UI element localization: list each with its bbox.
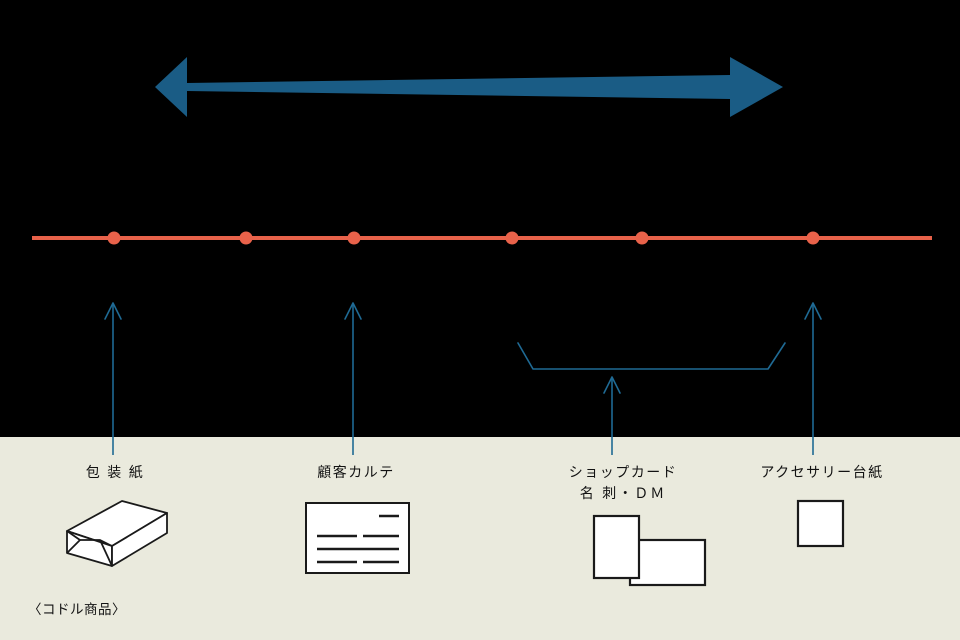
timeline-dot-3[interactable] (347, 231, 361, 245)
timeline-dot-1[interactable] (107, 231, 121, 245)
package-box-icon (66, 500, 168, 567)
item-label-text: ショップカード (568, 465, 678, 481)
square-card-icon (796, 499, 845, 548)
item-label-text: アクセサリー台紙 (760, 465, 884, 481)
item-label-text-line2: 名 刺・ＤＭ (579, 486, 667, 502)
timeline-dot-5[interactable] (635, 231, 649, 245)
document-card-icon (305, 502, 410, 574)
bidirectional-range-arrow (155, 57, 783, 117)
grouping-bracket-shop-card (517, 342, 786, 370)
item-label-text: 顧客カルテ (317, 465, 395, 481)
item-label-wrapping-paper: 包 装 紙 (0, 463, 230, 484)
timeline-dot-2[interactable] (239, 231, 253, 245)
range-arrow-shape (155, 57, 783, 117)
item-label-shop-card: ショップカード 名 刺・ＤＭ (508, 463, 738, 505)
item-label-text: 包 装 紙 (85, 465, 145, 481)
connector-arrow-customer-chart (344, 302, 362, 455)
item-label-customer-chart: 顧客カルテ (241, 463, 471, 484)
two-cards-icon (592, 514, 707, 587)
timeline-dot-6[interactable] (806, 231, 820, 245)
timeline-group (32, 231, 932, 245)
connector-arrow-accessory-mount (804, 302, 822, 455)
connector-arrow-shop-card (603, 376, 621, 455)
connector-arrow-wrapping-paper (104, 302, 122, 455)
timeline-dot-4[interactable] (505, 231, 519, 245)
item-label-accessory-mount: アクセサリー台紙 (707, 463, 937, 484)
bottom-caption: 〈コドル商品〉 (28, 602, 126, 618)
